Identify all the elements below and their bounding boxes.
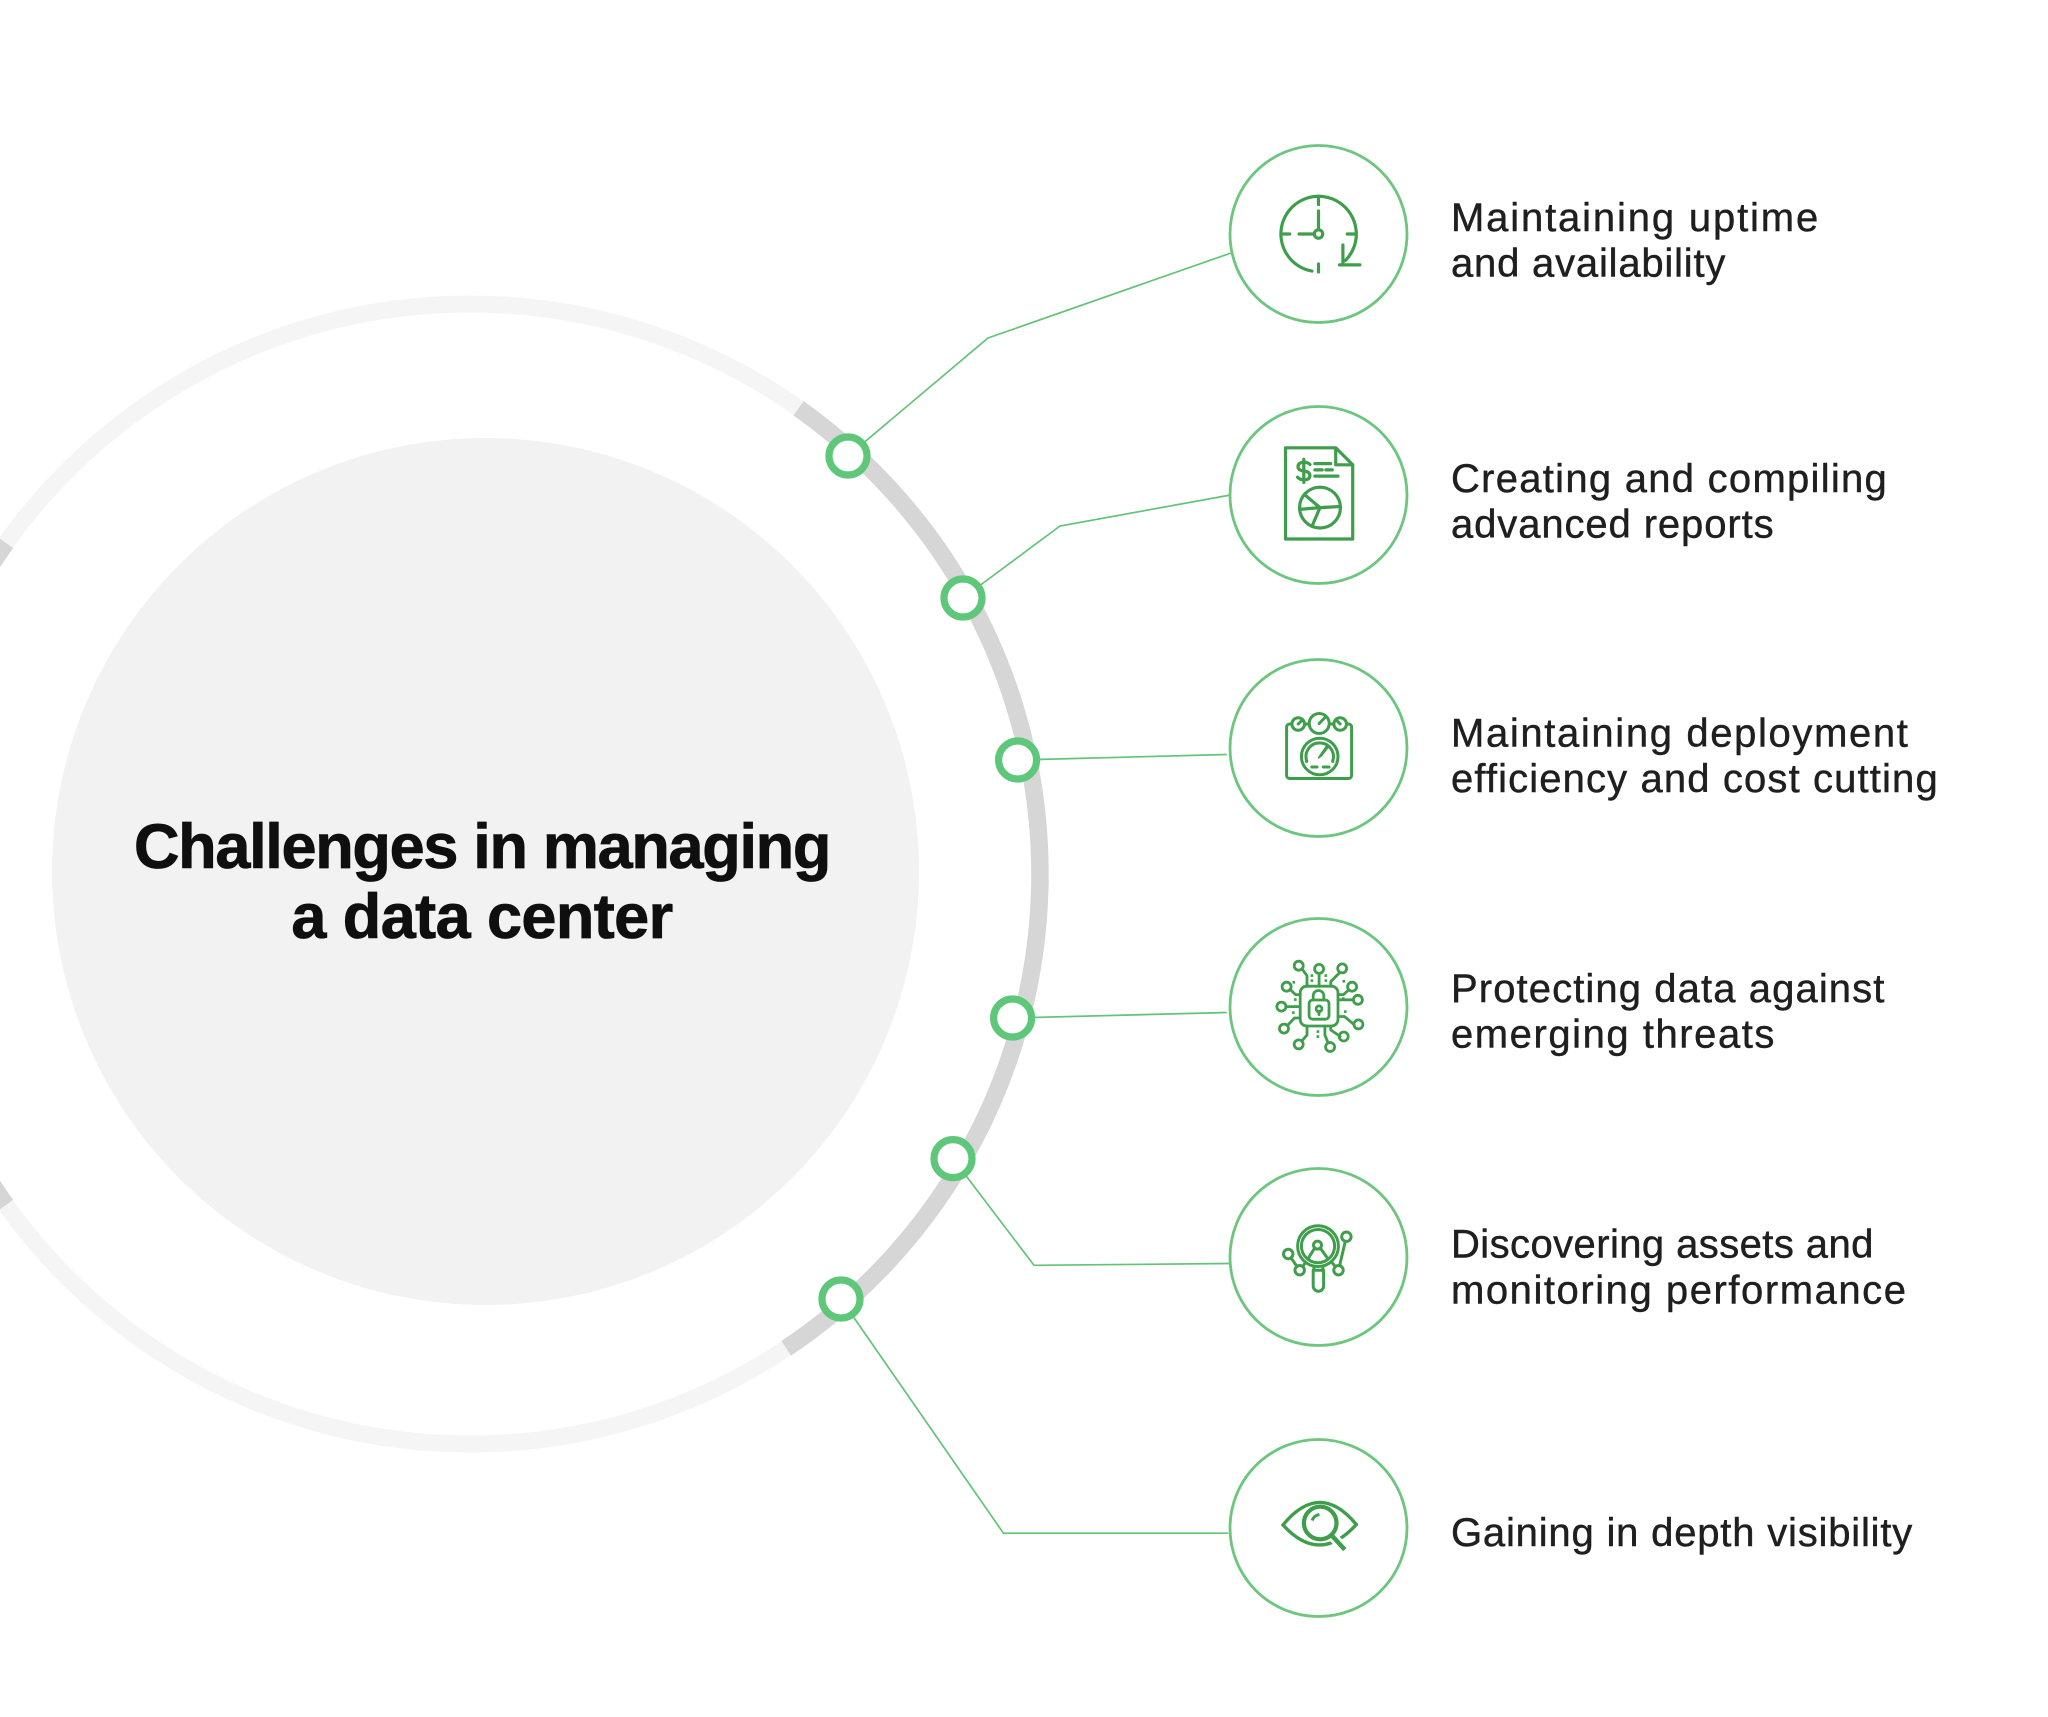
svg-text:Discovering assets and: Discovering assets and bbox=[1451, 1223, 1874, 1267]
svg-text:efficiency and cost cutting: efficiency and cost cutting bbox=[1451, 757, 1939, 801]
svg-text:Maintaining uptime: Maintaining uptime bbox=[1451, 196, 1820, 240]
svg-text:Creating and compiling: Creating and compiling bbox=[1451, 457, 1888, 501]
svg-text:and availability: and availability bbox=[1451, 242, 1726, 286]
svg-text:Maintaining deployment: Maintaining deployment bbox=[1451, 712, 1910, 756]
svg-text:a data center: a data center bbox=[291, 882, 672, 952]
svg-text:emerging threats: emerging threats bbox=[1451, 1013, 1776, 1057]
svg-text:Challenges in managing: Challenges in managing bbox=[134, 812, 830, 882]
svg-text:monitoring performance: monitoring performance bbox=[1451, 1268, 1908, 1312]
svg-text:Gaining in depth visibility: Gaining in depth visibility bbox=[1451, 1511, 1913, 1555]
svg-text:Protecting data against: Protecting data against bbox=[1451, 967, 1885, 1011]
svg-text:advanced reports: advanced reports bbox=[1451, 503, 1774, 547]
